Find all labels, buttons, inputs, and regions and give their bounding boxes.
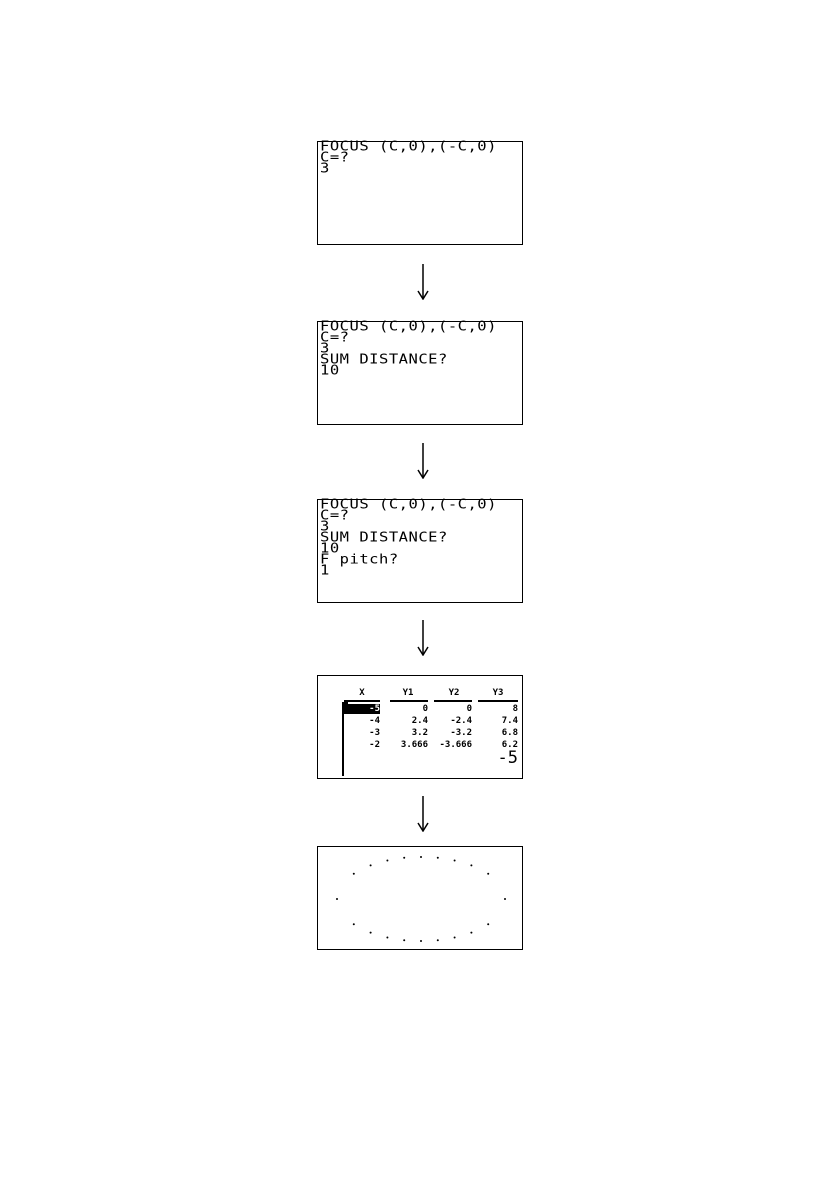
table-cell[interactable]: -2 [369,740,380,750]
calculator-screen-2: FOCUS (C,0),(-C,0) C=? 3 SUM DISTANCE? 1… [317,318,523,425]
plot-point [336,898,338,900]
table-header-y1: Y1 [402,688,414,698]
plot-point [436,939,439,942]
screen-line: 3 [320,340,330,357]
screen-text-lines: FOCUS (C,0),(-C,0) C=? 3 SUM DISTANCE? 1… [320,496,497,579]
table-cell[interactable]: 6.8 [501,728,518,738]
screen-line: 10 [320,362,340,379]
screen-line: SUM DISTANCE? [320,351,448,368]
screen-line: 3 [320,160,330,177]
down-arrow-icon [417,443,429,479]
down-arrow-icon [417,620,429,656]
plot-point [420,940,422,942]
screen-line: C=? [320,149,350,166]
screen-line: F pitch? [320,551,399,568]
screen-line: C=? [320,507,350,524]
table-cursor-stub [342,702,348,704]
header-underline [478,700,518,702]
screen-line: FOCUS (C,0),(-C,0) [320,496,497,513]
table-cell[interactable]: 7.4 [501,716,518,726]
value-table: X Y1 Y2 Y3 -5 0 0 8 -4 2.4 -2.4 7.4 -3 3… [318,676,524,780]
plot-point [369,931,372,934]
plot-point [386,936,389,939]
table-cell[interactable]: 3.2 [411,728,428,738]
screen-line: 10 [320,540,340,557]
plot-point [403,856,406,859]
plot-point [487,872,490,875]
table-cell[interactable]: -3 [369,728,380,738]
plot-point [453,936,456,939]
screen-line: SUM DISTANCE? [320,529,448,546]
table-cell[interactable]: -3.666 [439,740,472,750]
screen-line: 3 [320,518,330,535]
header-underline [434,700,472,702]
table-cell[interactable]: -2.4 [450,716,472,726]
down-arrow-icon [417,796,429,832]
calculator-table-screen: X Y1 Y2 Y3 -5 0 0 8 -4 2.4 -2.4 7.4 -3 3… [317,675,523,779]
header-underline [390,700,428,702]
table-cell[interactable]: 0 [466,704,472,714]
table-cell[interactable]: 2.4 [411,716,428,726]
header-underline [344,700,380,702]
calculator-screen-3: FOCUS (C,0),(-C,0) C=? 3 SUM DISTANCE? 1… [317,496,523,603]
screen-text-lines: FOCUS (C,0),(-C,0) C=? 3 SUM DISTANCE? 1… [320,318,497,379]
plot-point [352,923,355,926]
plot-point [436,856,439,859]
table-cursor-line [342,702,344,776]
table-cell[interactable]: -4 [369,716,380,726]
table-header-y2: Y2 [448,688,460,698]
plot-point [369,864,372,867]
plot-point [386,859,389,862]
down-arrow-icon [417,264,429,300]
plot-point [487,923,490,926]
calculator-screen-1: FOCUS (C,0),(-C,0) C=? 3 [317,138,523,245]
screen-line: C=? [320,329,350,346]
plot-point [470,864,473,867]
plot-point [504,898,506,900]
table-cell-selected[interactable]: -5 [344,704,380,714]
screen-text-lines: FOCUS (C,0),(-C,0) C=? 3 [320,138,497,177]
table-header-y3: Y3 [492,688,504,698]
plot-point [453,859,456,862]
table-cell[interactable]: -3.2 [450,728,472,738]
table-cell[interactable]: 3.666 [400,740,428,750]
screen-line: FOCUS (C,0),(-C,0) [320,318,497,335]
screen-line: FOCUS (C,0),(-C,0) [320,138,497,155]
selected-cell-value: -5 [497,748,518,768]
plot-point [403,939,406,942]
table-header-x: X [359,688,365,698]
table-cell[interactable]: 8 [512,704,518,714]
table-cell[interactable]: 0 [422,704,428,714]
plot-point [352,872,355,875]
calculator-graph-screen [317,846,523,950]
screen-line: 1 [320,562,330,579]
table-cell[interactable]: 6.2 [501,740,518,750]
plot-point [470,931,473,934]
plot-point [420,856,422,858]
ellipse-dot-plot [336,856,506,942]
